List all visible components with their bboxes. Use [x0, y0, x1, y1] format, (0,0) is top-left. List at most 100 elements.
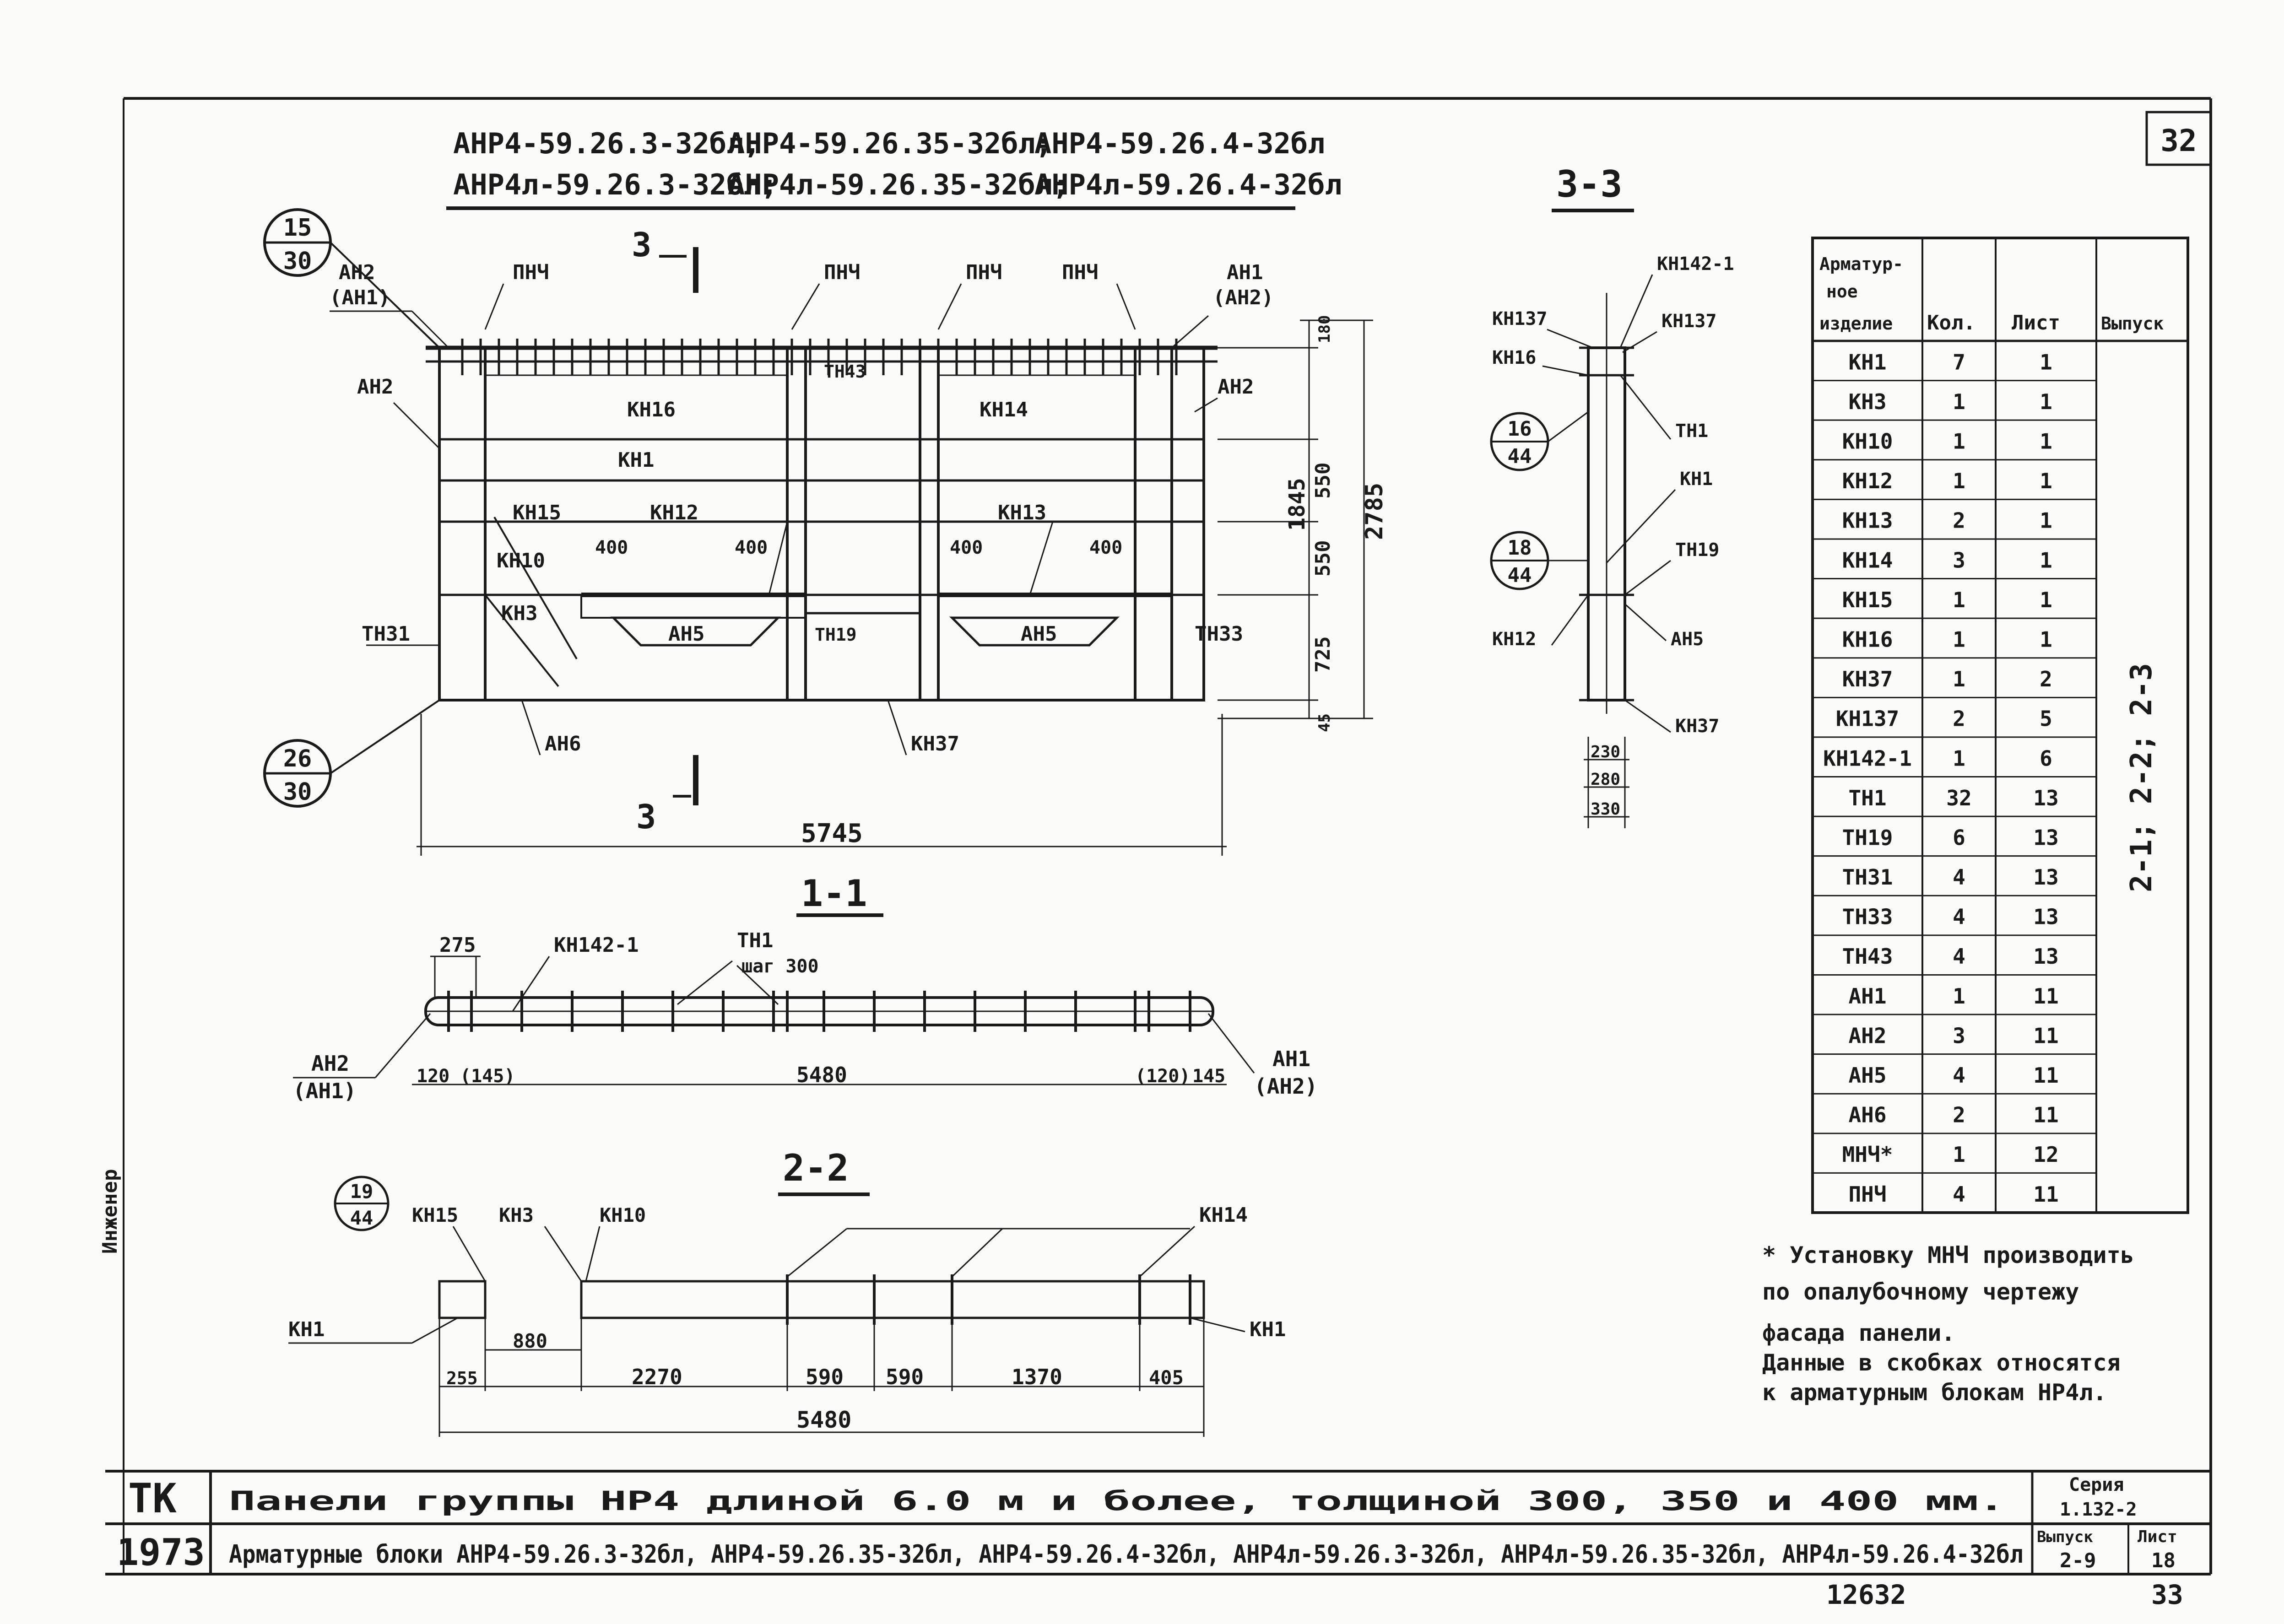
- table-cell-item: КН142-1: [1823, 746, 1912, 771]
- label-an5-2: АН5: [1021, 622, 1057, 646]
- s33-dim-330: 330: [1591, 800, 1620, 819]
- table-cell-item: КН12: [1842, 469, 1893, 493]
- label-tn33: ТН33: [1195, 622, 1243, 646]
- note-line-2: по опалубочному чертежу: [1762, 1279, 2079, 1305]
- table-cell-item: КН3: [1848, 389, 1886, 414]
- s33-kn16: КН16: [1492, 347, 1536, 368]
- table-cell-qty: 4: [1953, 1063, 1965, 1088]
- th-item-1: Арматур-: [1819, 254, 1903, 274]
- header-titles: АНР4-59.26.3-32бл, АНР4-59.26.35-32бл; А…: [446, 127, 1342, 210]
- s33-kn137-l: КН137: [1492, 308, 1547, 329]
- dim-725: 725: [1311, 637, 1335, 673]
- header-line2-c: АНР4л-59.26.4-32бл: [1034, 168, 1342, 201]
- s22-kn15: КН15: [412, 1204, 458, 1226]
- tb-year: 1973: [117, 1531, 205, 1574]
- s22-dim-1370: 1370: [1012, 1365, 1062, 1389]
- th-item-3: изделие: [1819, 313, 1893, 334]
- table-cell-qty: 1: [1953, 389, 1965, 414]
- label-kn14: КН14: [980, 398, 1028, 421]
- note-line-3: фасада панели.: [1762, 1320, 1955, 1346]
- label-pnch-3: ПНЧ: [966, 261, 1002, 284]
- label-an2-paren: (АН2): [1213, 286, 1273, 309]
- title-block: ТК 1973 Панели группы НР4 длиной 6.0 м и…: [105, 1470, 2211, 1574]
- tb-list-label: Лист: [2138, 1527, 2177, 1546]
- section-1-1-title: 1-1: [801, 872, 867, 915]
- footer-page-number: 33: [2151, 1579, 2183, 1610]
- table-cell-item: КН37: [1842, 667, 1893, 691]
- dim-400-b: 400: [735, 537, 768, 558]
- note-line-1: * Установку МНЧ производить: [1762, 1242, 2134, 1268]
- svg-text:30: 30: [283, 248, 312, 275]
- dim-550-b: 550: [1311, 540, 1335, 577]
- callout-15-30: 15 30: [263, 208, 440, 349]
- label-an1-paren: (АН1): [330, 286, 390, 309]
- svg-text:15: 15: [283, 214, 312, 242]
- label-kn13: КН13: [998, 501, 1046, 524]
- section-2-2: 2-2 19 44 КН15 КН3 КН10 КН14 КН1: [288, 1147, 1286, 1437]
- dim-400-c: 400: [950, 537, 983, 558]
- table-cell-item: АН5: [1848, 1063, 1886, 1088]
- s11-step: шаг 300: [741, 956, 819, 977]
- table-cell-qty: 1: [1953, 627, 1965, 652]
- table-cell-item: КН1: [1848, 350, 1886, 374]
- svg-text:44: 44: [1508, 445, 1532, 468]
- section-mark-3-bottom: 3: [636, 755, 698, 836]
- s22-kn10: КН10: [600, 1204, 646, 1226]
- tb-tk: ТК: [128, 1475, 177, 1522]
- section-3-3-title: 3-3: [1556, 163, 1623, 205]
- table-cell-item: КН137: [1836, 707, 1899, 731]
- dim-1845: 1845: [1284, 478, 1310, 531]
- table-cell-qty: 7: [1953, 350, 1965, 374]
- th-qty: Кол.: [1927, 311, 1975, 335]
- dim-550-a: 550: [1311, 463, 1335, 499]
- label-an1: АН1: [1227, 261, 1263, 284]
- label-tn19: ТН19: [815, 625, 857, 645]
- s33-tn1: ТН1: [1675, 421, 1708, 442]
- table-cell-sheet: 13: [2033, 944, 2058, 969]
- svg-text:26: 26: [283, 745, 312, 772]
- table-cell-sheet: 13: [2033, 825, 2058, 850]
- tb-seria-value: 1.132-2: [2060, 1499, 2137, 1520]
- s33-an5: АН5: [1671, 629, 1704, 650]
- table-cell-sheet: 12: [2033, 1142, 2058, 1167]
- label-tn31: ТН31: [362, 622, 410, 646]
- s11-dim-145: 145: [1192, 1066, 1225, 1087]
- table-cell-item: КН16: [1842, 627, 1893, 652]
- table-cell-sheet: 1: [2040, 429, 2052, 454]
- dim-400-a: 400: [595, 537, 628, 558]
- label-kn1: КН1: [618, 448, 654, 472]
- s33-dim-280: 280: [1591, 770, 1620, 789]
- s11-an1: АН1: [1272, 1047, 1310, 1071]
- label-an2-right: АН2: [1218, 375, 1254, 399]
- table-cell-item: ПНЧ: [1848, 1182, 1886, 1207]
- s11-dim-120p: (120): [1135, 1066, 1190, 1087]
- svg-text:18: 18: [1508, 536, 1532, 560]
- s22-dim-5480: 5480: [796, 1407, 851, 1433]
- table-cell-qty: 1: [1953, 1142, 1965, 1167]
- table-cell-qty: 1: [1953, 469, 1965, 493]
- top-ladder-rungs: [461, 339, 1178, 375]
- table-cell-qty: 4: [1953, 1182, 1965, 1207]
- label-kn10: КН10: [497, 549, 545, 572]
- elevation-view: 15 30 26 30 3 3 АН2 (АН1) ПНЧ ПНЧ: [263, 208, 1388, 856]
- table-cell-item: КН10: [1842, 429, 1893, 454]
- s22-dim-590-b: 590: [886, 1365, 924, 1389]
- table-cell-sheet: 1: [2040, 508, 2052, 533]
- table-cell-item: КН13: [1842, 508, 1893, 533]
- section-1-1: 1-1 275 КН142-1 ТН1 шаг 300 АН2 (АН1) АН…: [293, 872, 1317, 1103]
- svg-text:30: 30: [283, 778, 312, 806]
- table-cell-sheet: 13: [2033, 905, 2058, 929]
- table-cell-sheet: 6: [2040, 746, 2052, 771]
- sheet-number-box: 32: [2145, 111, 2212, 166]
- s22-dim-255: 255: [446, 1368, 478, 1388]
- table-cell-item: ТН31: [1842, 865, 1893, 890]
- table-cell-sheet: 11: [2033, 1063, 2058, 1088]
- table-cell-sheet: 1: [2040, 350, 2052, 374]
- table-cell-item: ТН43: [1842, 944, 1893, 969]
- table-cell-sheet: 13: [2033, 786, 2058, 810]
- tb-title-2: Арматурные блоки АНР4-59.26.3-32бл, АНР4…: [229, 1540, 2023, 1569]
- s11-tn1: ТН1: [737, 929, 773, 952]
- tb-vypusk-label: Выпуск: [2037, 1528, 2093, 1546]
- table-cell-item: КН14: [1842, 548, 1893, 572]
- sheet-number: 32: [2160, 123, 2197, 158]
